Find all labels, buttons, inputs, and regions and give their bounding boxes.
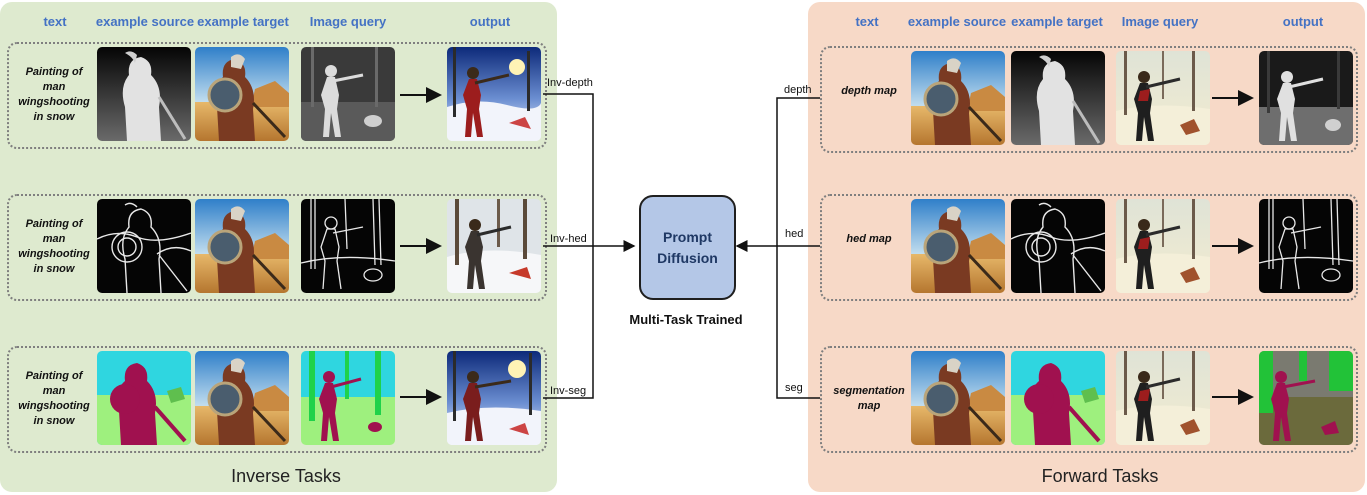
inverse-depth-image-query-image <box>301 47 395 141</box>
forward-row-hed <box>820 194 1358 301</box>
forward-seg-image-query-image <box>1116 351 1210 445</box>
prompt-diffusion-model-box: Prompt Diffusion <box>639 195 736 300</box>
inverse-header-example-source: example source <box>95 14 195 29</box>
seg-label: seg <box>785 382 803 394</box>
inv-seg-label: Inv-seg <box>550 385 587 397</box>
inverse-seg-example-target-image <box>195 351 289 445</box>
inverse-depth-example-target-image <box>195 47 289 141</box>
depth-label: depth <box>784 84 812 96</box>
forward-depth-output-image <box>1259 51 1353 145</box>
forward-row-depth <box>820 46 1358 153</box>
inverse-hed-image-query-image <box>301 199 395 293</box>
multi-task-trained-caption: Multi-Task Trained <box>629 312 743 327</box>
forward-tasks-title: Forward Tasks <box>1041 466 1159 486</box>
forward-hed-example-target-image <box>1011 199 1105 293</box>
inverse-seg-example-source-image <box>97 351 191 445</box>
inverse-depth-example-source-image <box>97 47 191 141</box>
model-name-line2: Diffusion <box>657 249 718 266</box>
forward-depth-example-target-image <box>1011 51 1105 145</box>
inverse-header-image-query: Image query <box>309 14 387 29</box>
inverse-hed-example-target-image <box>195 199 289 293</box>
inverse-seg-output-image <box>447 351 541 445</box>
forward-seg-example-source-image <box>911 351 1005 445</box>
forward-row-hed-prompt: hed map <box>846 233 892 245</box>
forward-seg-output-image <box>1259 351 1353 445</box>
forward-depth-image-query-image <box>1116 51 1210 145</box>
forward-header-example-target: example target <box>1011 14 1103 29</box>
forward-hed-example-source-image <box>911 199 1005 293</box>
forward-hed-output-image <box>1259 199 1353 293</box>
hed-label: hed <box>785 228 804 240</box>
forward-header-image-query: Image query <box>1121 14 1199 29</box>
inverse-row-seg <box>7 346 547 453</box>
forward-bracket <box>776 97 820 399</box>
inverse-tasks-title: Inverse Tasks <box>231 466 341 486</box>
inverse-header-example-target: example target <box>197 14 289 29</box>
inverse-row-hed <box>7 194 547 301</box>
inv-hed-label: Inv-hed <box>550 233 587 245</box>
inv-depth-label: Inv-depth <box>547 77 593 89</box>
inverse-hed-example-source-image <box>97 199 191 293</box>
forward-row-seg <box>820 346 1358 453</box>
inverse-header-text: text <box>43 14 67 29</box>
forward-header-output: output <box>1282 14 1324 29</box>
inverse-row-depth <box>7 42 547 149</box>
forward-seg-example-target-image <box>1011 351 1105 445</box>
forward-row-depth-prompt: depth map <box>841 85 897 97</box>
inverse-depth-output-image <box>447 47 541 141</box>
inverse-seg-image-query-image <box>301 351 395 445</box>
model-name-line1: Prompt <box>663 228 712 245</box>
forward-header-text: text <box>855 14 879 29</box>
inverse-hed-output-image <box>447 199 541 293</box>
forward-header-example-source: example source <box>907 14 1007 29</box>
forward-depth-example-source-image <box>911 51 1005 145</box>
forward-hed-image-query-image <box>1116 199 1210 293</box>
inverse-header-output: output <box>469 14 511 29</box>
